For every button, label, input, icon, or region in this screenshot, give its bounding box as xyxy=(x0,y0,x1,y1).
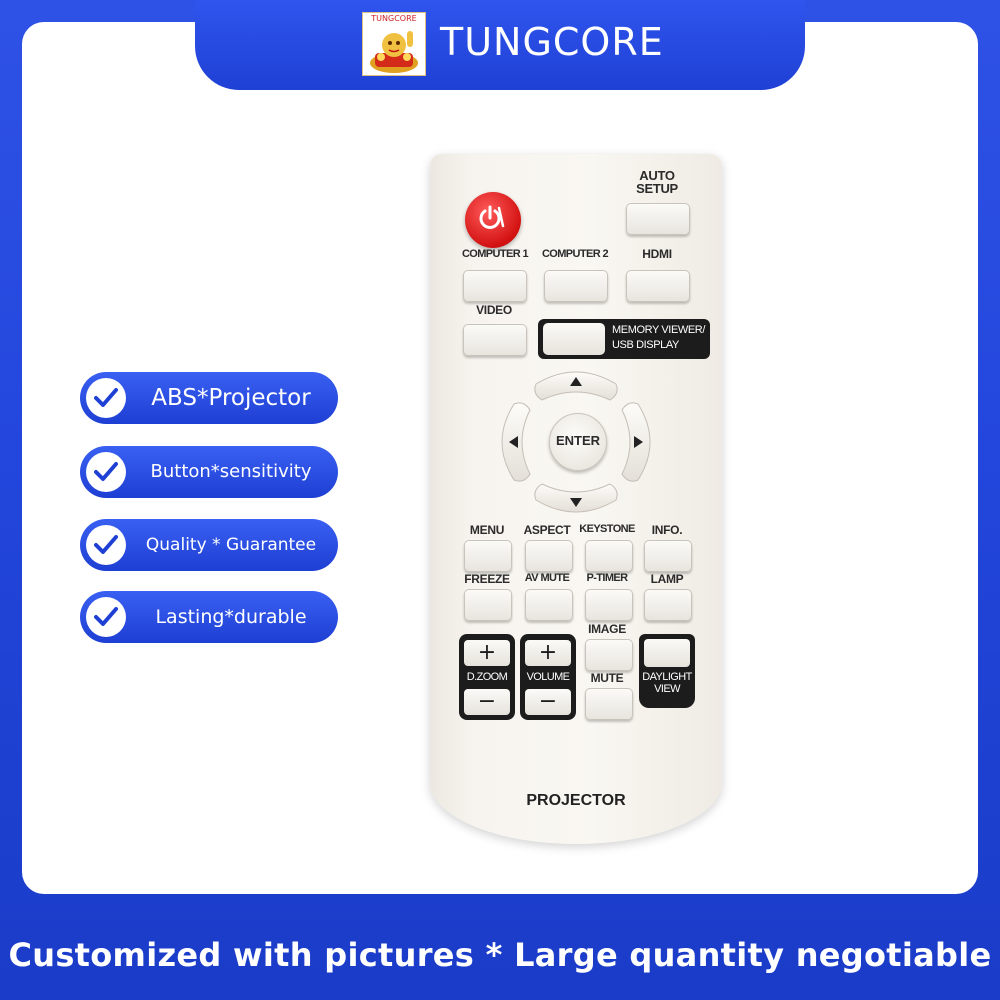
brand-name: TUNGCORE xyxy=(440,20,664,64)
computer1-button[interactable] xyxy=(463,270,527,302)
lamp-label: LAMP xyxy=(650,572,684,586)
freeze-button[interactable] xyxy=(464,589,512,621)
computer2-label: COMPUTER 2 xyxy=(541,248,609,260)
feature-pill-durable: Lasting*durable xyxy=(80,591,338,643)
memory-viewer-button[interactable] xyxy=(543,323,605,355)
mute-button[interactable] xyxy=(585,688,633,720)
header-tab xyxy=(195,0,805,90)
enter-label: ENTER xyxy=(555,433,601,448)
hdmi-button[interactable] xyxy=(626,270,690,302)
av-mute-button[interactable] xyxy=(525,589,573,621)
menu-button[interactable] xyxy=(464,540,512,572)
feature-label: Button*sensitivity xyxy=(150,461,312,482)
keystone-button[interactable] xyxy=(585,540,633,572)
feature-label: Lasting*durable xyxy=(155,606,307,628)
memory-viewer-text: MEMORY VIEWER/ xyxy=(612,324,706,336)
p-timer-label: P-TIMER xyxy=(586,572,628,584)
usb-display-text: USB DISPLAY xyxy=(612,339,679,351)
check-icon xyxy=(86,597,126,637)
lucky-cat-icon xyxy=(370,31,418,73)
aspect-button[interactable] xyxy=(525,540,573,572)
volume-label: VOLUME xyxy=(526,671,570,683)
dzoom-plus-button[interactable] xyxy=(464,640,510,666)
freeze-label: FREEZE xyxy=(464,572,510,586)
hdmi-label: HDMI xyxy=(642,247,672,261)
video-button[interactable] xyxy=(463,324,527,356)
view-text: VIEW xyxy=(654,683,680,695)
minus-icon: − xyxy=(538,689,558,714)
feature-pill-sensitivity: Button*sensitivity xyxy=(80,446,338,498)
aspect-label: ASPECT xyxy=(523,523,571,537)
feature-pill-abs: ABS*Projector xyxy=(80,372,338,424)
down-triangle-icon xyxy=(570,498,582,507)
right-triangle-icon xyxy=(634,436,643,448)
check-icon xyxy=(86,452,126,492)
projector-label: PROJECTOR xyxy=(526,792,626,809)
image-button[interactable] xyxy=(585,639,633,671)
volume-minus-button[interactable] xyxy=(525,689,571,715)
feature-label: ABS*Projector xyxy=(151,385,311,411)
up-triangle-icon xyxy=(570,377,582,386)
minus-icon: − xyxy=(477,689,497,714)
left-triangle-icon xyxy=(509,436,518,448)
daylight-view-button[interactable] xyxy=(644,639,690,667)
auto-setup-button[interactable] xyxy=(626,203,690,235)
daylight-text: DAYLIGHT xyxy=(642,671,692,683)
memory-viewer-label: MEMORY VIEWER/ USB DISPLAY xyxy=(612,323,705,353)
info-label: INFO. xyxy=(651,523,683,537)
computer1-label: COMPUTER 1 xyxy=(461,248,529,260)
daylight-view-label: DAYLIGHT VIEW xyxy=(639,671,695,695)
check-icon xyxy=(86,525,126,565)
feature-pill-quality: Quality * Guarantee xyxy=(80,519,338,571)
directional-pad xyxy=(501,371,651,513)
computer2-button[interactable] xyxy=(544,270,608,302)
keystone-label: KEYSTONE xyxy=(579,523,635,535)
video-label: VIDEO xyxy=(476,303,512,317)
av-mute-label: AV MUTE xyxy=(524,572,570,584)
logo-text: TUNGCORE xyxy=(371,14,417,23)
enter-button[interactable] xyxy=(549,413,607,471)
dzoom-minus-button[interactable] xyxy=(464,689,510,715)
power-icon xyxy=(479,205,505,229)
brand-logo: TUNGCORE xyxy=(362,12,426,76)
feature-label: Quality * Guarantee xyxy=(145,535,317,555)
plus-icon: + xyxy=(477,640,497,665)
volume-plus-button[interactable] xyxy=(525,640,571,666)
info-button[interactable] xyxy=(644,540,692,572)
image-label: IMAGE xyxy=(588,622,626,636)
menu-label: MENU xyxy=(469,523,505,537)
lamp-button[interactable] xyxy=(644,589,692,621)
bottom-banner: Customized with pictures * Large quantit… xyxy=(8,936,992,974)
plus-icon: + xyxy=(538,640,558,665)
p-timer-button[interactable] xyxy=(585,589,633,621)
power-button[interactable] xyxy=(465,192,521,248)
mute-label: MUTE xyxy=(590,671,624,685)
check-icon xyxy=(86,378,126,418)
auto-setup-label: AUTO SETUP xyxy=(636,168,678,196)
dzoom-label: D.ZOOM xyxy=(466,671,508,683)
